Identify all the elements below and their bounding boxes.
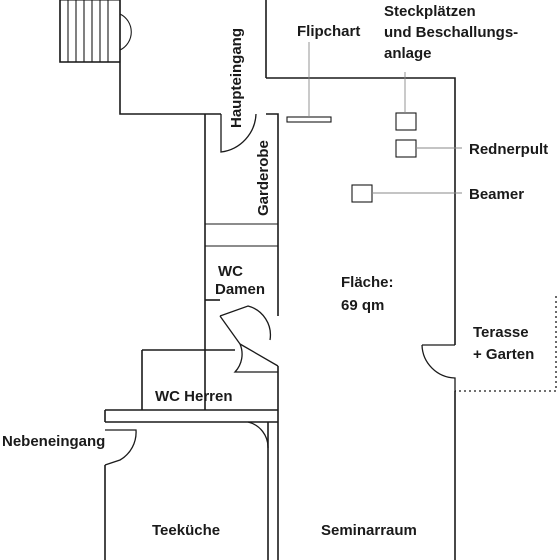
rednerpult-label: Rednerpult bbox=[469, 141, 548, 158]
beamer-label: Beamer bbox=[469, 186, 524, 203]
terrace-boundary bbox=[455, 296, 557, 392]
rednerpult-symbol bbox=[395, 139, 417, 158]
labels: Haupteingang Flipchart Steckplätzen und … bbox=[2, 3, 548, 539]
haupteingang-label: Haupteingang bbox=[228, 28, 245, 128]
flaeche-label-line2: 69 qm bbox=[341, 297, 384, 314]
wc-damen-label-line2: Damen bbox=[215, 281, 265, 298]
steckplaetze-label-line3: anlage bbox=[384, 45, 432, 62]
terrace-door bbox=[421, 344, 456, 391]
terasse-label-line2: + Garten bbox=[473, 346, 534, 363]
main-entrance-door bbox=[220, 113, 257, 153]
leader-lines bbox=[308, 42, 462, 194]
steckplaetze-label-line1: Steckplätzen bbox=[384, 3, 476, 20]
seminarraum-label: Seminarraum bbox=[321, 522, 417, 539]
garderobe-niche bbox=[205, 113, 279, 126]
staircase-box bbox=[59, 0, 121, 63]
steckplaetze-label-line2: und Beschallungs- bbox=[384, 24, 518, 41]
stair-landing bbox=[119, 13, 132, 51]
garderobe-label: Garderobe bbox=[255, 140, 272, 216]
flipchart-symbol bbox=[286, 116, 332, 123]
stair-steps bbox=[67, 0, 109, 62]
staircase bbox=[59, 0, 132, 63]
walls bbox=[59, 0, 456, 560]
wc-herren-door bbox=[233, 343, 278, 373]
objects bbox=[286, 112, 417, 203]
steckplaetze-symbol bbox=[395, 112, 417, 131]
wc-damen-door bbox=[219, 305, 272, 341]
beamer-symbol bbox=[351, 184, 373, 203]
nebeneingang-label: Nebeneingang bbox=[2, 433, 105, 450]
flaeche-label-line1: Fläche: bbox=[341, 274, 394, 291]
terasse-label-line1: Terasse bbox=[473, 324, 529, 341]
flipchart-label: Flipchart bbox=[297, 23, 360, 40]
wc-herren-label: WC Herren bbox=[155, 388, 233, 405]
stairwell-wall bbox=[119, 0, 205, 115]
staircase-frame bbox=[59, 0, 120, 63]
nebeneingang-door bbox=[104, 429, 137, 466]
seminar-room-top-wall bbox=[266, 77, 456, 345]
wc-damen-label-line1: WC bbox=[218, 263, 243, 280]
doors bbox=[104, 113, 456, 466]
wc-damen-door-swing bbox=[219, 315, 241, 345]
seminar-door bbox=[247, 421, 269, 449]
wc-herren-door-swing bbox=[239, 343, 279, 367]
teekueche-label: Teeküche bbox=[152, 522, 220, 539]
